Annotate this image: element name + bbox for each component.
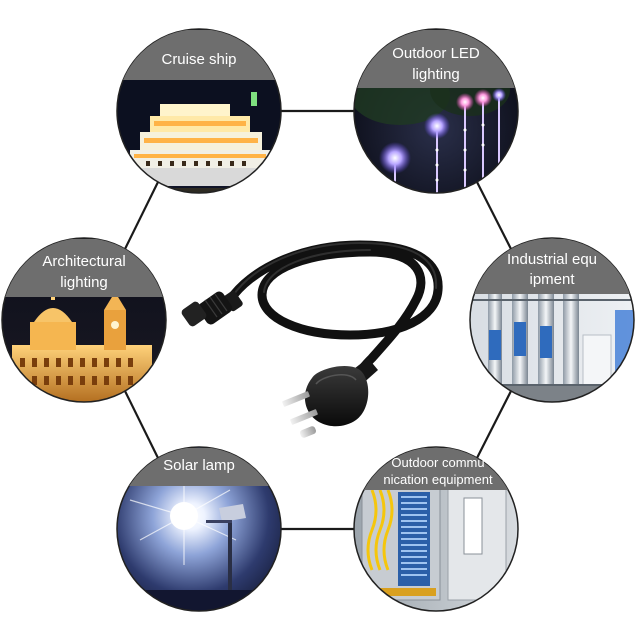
application-solar-lamp: Solar lamp	[116, 446, 282, 612]
application-outdoor-led-lighting: Outdoor LED lighting	[353, 28, 519, 194]
waterproof-connector-icon	[181, 290, 243, 327]
label-line: Solar lamp	[163, 457, 235, 474]
label-line: lighting	[412, 66, 460, 83]
label-line: Outdoor commu	[391, 455, 484, 470]
label-line: Outdoor LED	[392, 45, 480, 62]
label-line: ipment	[529, 271, 575, 288]
application-cruise-ship: Cruise ship	[116, 28, 282, 194]
label-line: nication equipment	[383, 472, 493, 487]
label-line: Architectural	[42, 253, 125, 270]
us-three-prong-plug-icon	[282, 358, 378, 438]
application-industrial-equipment: Industrial equ ipment	[469, 237, 635, 403]
application-architectural-lighting: Architectural lighting	[1, 237, 167, 403]
power-cord-icon	[181, 240, 443, 438]
label-line: Industrial equ	[507, 251, 597, 268]
label-line: Cruise ship	[161, 51, 236, 68]
label-line: lighting	[60, 274, 108, 291]
application-outdoor-communication-equipment: Outdoor commu nication equipment	[353, 446, 519, 612]
hexagon-connector-lines	[124, 109, 512, 531]
